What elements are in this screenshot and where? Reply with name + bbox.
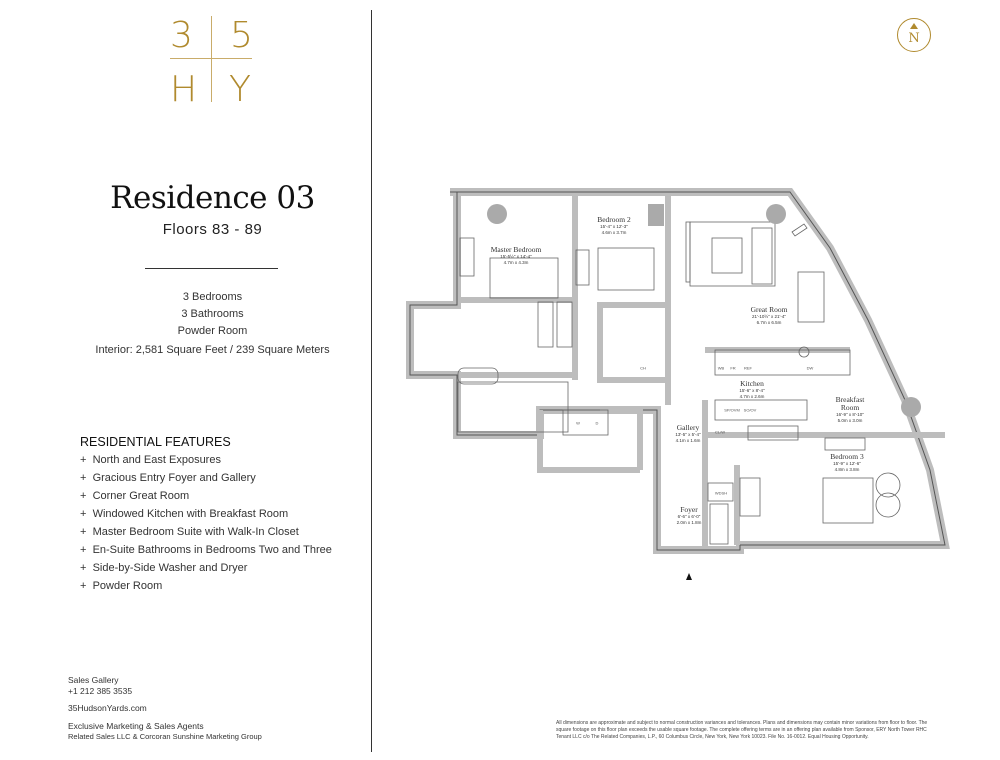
feature-item: + Gracious Entry Foyer and Gallery	[80, 472, 256, 484]
interior-walls	[461, 196, 945, 546]
feature-item: + Powder Room	[80, 580, 162, 592]
steam-oven-label: SP/OVM	[724, 407, 740, 413]
feature-text: Side-by-Side Washer and Dryer	[92, 562, 248, 574]
feature-text: North and East Exposures	[92, 454, 221, 466]
room-name: Gallery	[676, 423, 700, 432]
freezer-label: FR	[730, 365, 736, 371]
feature-item: + En-Suite Bathrooms in Bedrooms Two and…	[80, 544, 332, 556]
bullet: +	[80, 490, 87, 502]
room-dim-metric: 4.8m x 3.8m	[834, 466, 860, 472]
wine-label: WB	[717, 365, 725, 371]
room-dim-metric: 6.7m x 6.5m	[756, 319, 782, 325]
north-compass-icon: N	[897, 18, 931, 52]
room-dim-metric: 2.0m x 1.8m	[676, 519, 702, 525]
legal-disclaimer: All dimensions are approximate and subje…	[556, 720, 928, 740]
washer-label: W	[576, 420, 580, 426]
dryer-label: D	[595, 420, 599, 426]
feature-item: + Windowed Kitchen with Breakfast Room	[80, 508, 288, 520]
columns	[487, 204, 921, 417]
room-dim-imperial: 21'-10½" x 21'-4"	[752, 314, 786, 319]
room-name: Master Bedroom	[490, 245, 542, 254]
feature-item: + Side-by-Side Washer and Dryer	[80, 562, 247, 574]
bullet: +	[80, 508, 87, 520]
bullet: +	[80, 454, 87, 466]
bullet: +	[80, 562, 87, 574]
bullet: +	[80, 472, 87, 484]
sales-phone[interactable]: +1 212 385 3535	[68, 686, 133, 696]
room-name: Foyer	[680, 505, 698, 514]
divider	[145, 268, 278, 269]
dishwasher-label: DW	[806, 365, 814, 371]
room-name: Bedroom 2	[597, 215, 631, 224]
logo-letter-h: H	[170, 69, 198, 110]
feature-text: Powder Room	[92, 580, 163, 592]
room-dim-metric: 4.1m x 1.6m	[675, 437, 701, 443]
bullet: +	[80, 580, 87, 592]
fridge-label: REF	[744, 365, 752, 371]
entry-arrow-icon	[686, 573, 692, 580]
room-dim-metric: 4.6m x 3.7m	[601, 229, 627, 235]
feature-item: + Corner Great Room	[80, 490, 189, 502]
residence-floors: Floors 83 - 89	[162, 221, 263, 238]
spec-bedrooms: 3 Bedrooms	[182, 291, 243, 303]
room-dim-imperial: 16'-9" x 8'-10"	[836, 412, 864, 417]
spec-interior: Interior: 2,581 Square Feet / 239 Square…	[95, 344, 330, 356]
room-dim-imperial: 15'-4" x 12'-3"	[600, 224, 628, 229]
panel-divider	[371, 10, 372, 752]
feature-text: Corner Great Room	[92, 490, 190, 502]
website-link[interactable]: 35HudsonYards.com	[68, 703, 147, 713]
residence-title: Residence 03	[110, 180, 315, 216]
room-dim-metric: 4.7m x 4.3m	[503, 259, 529, 265]
room-dim-imperial: 15'-5½" x 14'-4"	[500, 254, 532, 259]
feature-text: En-Suite Bathrooms in Bedrooms Two and T…	[92, 544, 332, 556]
spec-bathrooms: 3 Bathrooms	[181, 308, 244, 320]
feature-text: Master Bedroom Suite with Walk-In Closet	[92, 526, 299, 538]
microwave-label: CL/W	[715, 429, 725, 435]
sales-gallery-label: Sales Gallery	[68, 675, 119, 685]
logo-letter-y: Y	[229, 69, 251, 110]
room-dim-imperial: 15'-6" x 8'-4"	[739, 388, 765, 393]
feature-item: + North and East Exposures	[80, 454, 221, 466]
feature-text: Gracious Entry Foyer and Gallery	[92, 472, 256, 484]
room-dim-imperial: 6'-6" x 6'-0"	[677, 514, 701, 519]
compass-label: N	[908, 31, 920, 46]
spec-powder: Powder Room	[177, 325, 248, 337]
bullet: +	[80, 544, 87, 556]
features-heading: RESIDENTIAL FEATURES	[80, 435, 231, 449]
feature-text: Windowed Kitchen with Breakfast Room	[92, 508, 289, 520]
room-dim-imperial: 13'-5" x 5'-4"	[675, 432, 701, 437]
furniture	[457, 221, 901, 545]
room-dim-metric: 5.0m x 3.0m	[837, 417, 863, 423]
logo-digit-3: 3	[170, 15, 193, 56]
agents-names: Related Sales LLC & Corcoran Sunshine Ma…	[68, 732, 262, 741]
bullet: +	[80, 526, 87, 538]
feature-item: + Master Bedroom Suite with Walk-In Clos…	[80, 526, 299, 538]
room-dim-imperial: 15'-9" x 12'-6"	[833, 461, 861, 466]
room-name: Great Room	[750, 305, 788, 314]
logo-digit-5: 5	[230, 15, 253, 56]
wdsh-label: WDSH	[714, 490, 728, 496]
room-name: Bedroom 3	[830, 452, 864, 461]
room-dim-metric: 4.7m x 2.6m	[739, 393, 765, 399]
oven-label: SO/OV	[743, 407, 757, 413]
closet-label: CH	[640, 365, 646, 371]
logo-vline	[211, 16, 212, 102]
room-name: Kitchen	[740, 379, 764, 388]
agents-label: Exclusive Marketing & Sales Agents	[68, 721, 204, 731]
north-arrow-icon	[910, 23, 918, 29]
room-name: Breakfast Room	[835, 395, 865, 412]
